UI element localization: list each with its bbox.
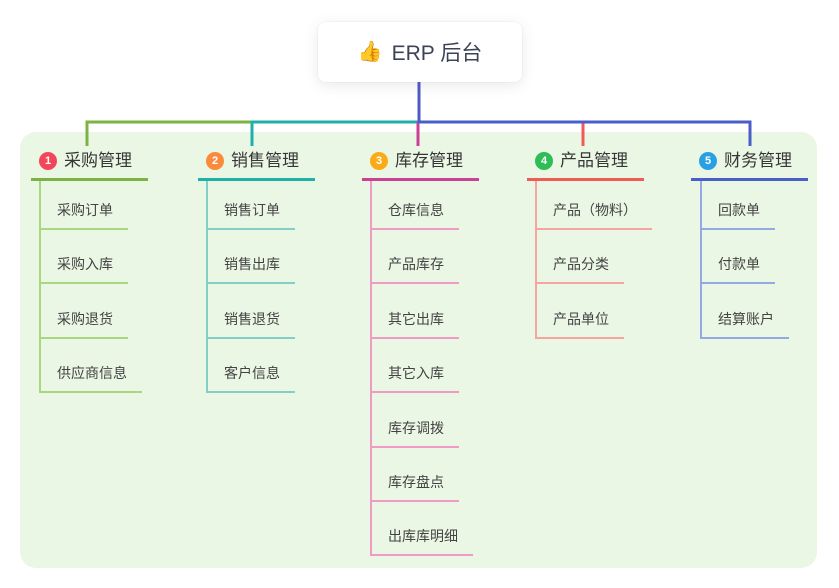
branch-label: 财务管理 bbox=[724, 151, 792, 170]
branch-number-badge: 5 bbox=[699, 152, 717, 170]
branch-number-badge: 1 bbox=[39, 152, 57, 170]
child-node[interactable]: 产品库存 bbox=[371, 251, 459, 284]
child-node[interactable]: 其它出库 bbox=[371, 306, 459, 339]
branch-label: 产品管理 bbox=[560, 151, 628, 170]
branch-number-badge: 3 bbox=[370, 152, 388, 170]
child-node[interactable]: 仓库信息 bbox=[371, 197, 459, 230]
child-node[interactable]: 销售订单 bbox=[207, 197, 295, 230]
branch-number-badge: 2 bbox=[206, 152, 224, 170]
child-node[interactable]: 产品单位 bbox=[536, 306, 624, 339]
child-node[interactable]: 库存盘点 bbox=[371, 469, 459, 502]
thumbs-up-icon: 👍 bbox=[357, 41, 383, 63]
child-node[interactable]: 付款单 bbox=[701, 251, 775, 284]
branch-label: 库存管理 bbox=[395, 151, 463, 170]
child-node[interactable]: 采购入库 bbox=[40, 251, 128, 284]
root-node-label: ERP 后台 bbox=[391, 42, 483, 65]
child-node[interactable]: 客户信息 bbox=[207, 360, 295, 393]
branch-label: 销售管理 bbox=[231, 151, 299, 170]
branch-header-inventory[interactable]: 3 库存管理 bbox=[362, 147, 479, 181]
branch-header-sales[interactable]: 2 销售管理 bbox=[198, 147, 315, 181]
child-node[interactable]: 销售出库 bbox=[207, 251, 295, 284]
branch-label: 采购管理 bbox=[64, 151, 132, 170]
branch-header-purchase[interactable]: 1 采购管理 bbox=[31, 147, 148, 181]
child-node[interactable]: 出库库明细 bbox=[371, 523, 473, 556]
child-node[interactable]: 库存调拨 bbox=[371, 415, 459, 448]
child-node[interactable]: 采购订单 bbox=[40, 197, 128, 230]
branch-header-product[interactable]: 4 产品管理 bbox=[527, 147, 644, 181]
child-node[interactable]: 产品分类 bbox=[536, 251, 624, 284]
branch-header-finance[interactable]: 5 财务管理 bbox=[691, 147, 808, 181]
child-node[interactable]: 结算账户 bbox=[701, 306, 789, 339]
map-background-panel bbox=[20, 132, 817, 568]
child-node[interactable]: 采购退货 bbox=[40, 306, 128, 339]
child-node[interactable]: 销售退货 bbox=[207, 306, 295, 339]
branch-number-badge: 4 bbox=[535, 152, 553, 170]
child-node[interactable]: 供应商信息 bbox=[40, 360, 142, 393]
child-node[interactable]: 其它入库 bbox=[371, 360, 459, 393]
root-node[interactable]: 👍 ERP 后台 bbox=[318, 22, 522, 82]
child-node[interactable]: 回款单 bbox=[701, 197, 775, 230]
child-node[interactable]: 产品（物料） bbox=[536, 197, 652, 230]
